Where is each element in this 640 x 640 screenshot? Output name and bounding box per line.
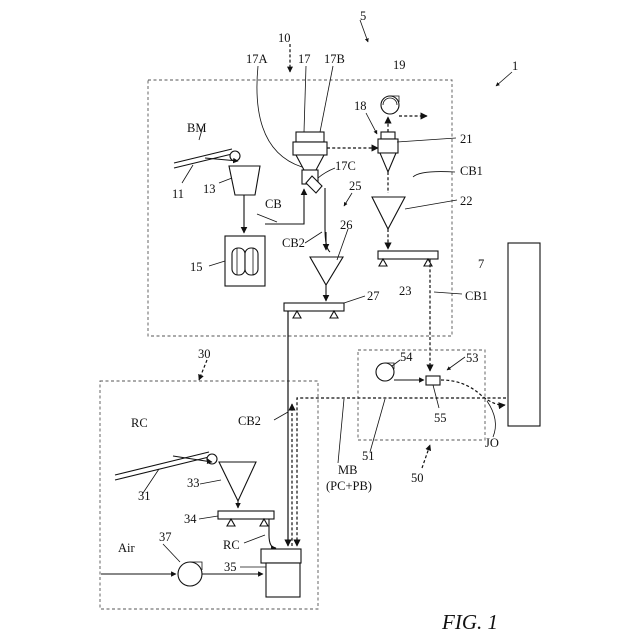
label-5: 5 xyxy=(360,9,366,23)
hopper-26 xyxy=(310,257,343,285)
feeder-55 xyxy=(426,376,440,385)
label-15: 15 xyxy=(190,260,203,274)
label-34: 34 xyxy=(184,512,197,526)
mixer-35 xyxy=(261,549,301,597)
weigher-27 xyxy=(284,303,344,318)
conveyor-31 xyxy=(115,452,217,480)
leader-15 xyxy=(209,261,225,266)
label-BM: BM xyxy=(187,121,206,135)
label-33: 33 xyxy=(187,476,200,490)
label-51: 51 xyxy=(362,449,375,463)
blower-54 xyxy=(376,363,394,381)
leader-30 xyxy=(199,360,207,380)
label-25: 25 xyxy=(349,179,362,193)
label-22: 22 xyxy=(460,194,473,208)
label-MB: MB xyxy=(338,463,357,477)
label-RC-a: RC xyxy=(131,416,148,430)
label-10: 10 xyxy=(278,31,291,45)
leader-50 xyxy=(422,445,430,468)
hopper-13 xyxy=(229,166,260,195)
label-17: 17 xyxy=(298,52,311,66)
label-17A: 17A xyxy=(246,52,268,66)
figure-label: FIG. 1 xyxy=(441,610,498,634)
label-54: 54 xyxy=(400,350,413,364)
cyclone-21 xyxy=(378,132,398,172)
label-CB2-b: CB2 xyxy=(238,414,261,428)
label-CB1-b: CB1 xyxy=(465,289,488,303)
label-CB: CB xyxy=(265,197,282,211)
label-17B: 17B xyxy=(324,52,345,66)
label-JO: JO xyxy=(485,436,499,450)
leader-CB2-a xyxy=(305,232,322,243)
label-27: 27 xyxy=(367,289,380,303)
label-53: 53 xyxy=(466,351,479,365)
label-11: 11 xyxy=(172,187,184,201)
label-7: 7 xyxy=(478,257,484,271)
label-CB1-a: CB1 xyxy=(460,164,483,178)
label-30: 30 xyxy=(198,347,211,361)
mill-15 xyxy=(225,236,265,286)
label-37: 37 xyxy=(159,530,172,544)
label-CB2-a: CB2 xyxy=(282,236,305,250)
label-13: 13 xyxy=(203,182,216,196)
label-35: 35 xyxy=(224,560,237,574)
label-1: 1 xyxy=(512,59,518,73)
leader-11 xyxy=(182,165,193,183)
label-17C: 17C xyxy=(335,159,356,173)
label-Air: Air xyxy=(118,541,136,555)
label-MB-sub: (PC+PB) xyxy=(326,479,372,493)
hopper-22 xyxy=(372,197,405,229)
conveyor-11 xyxy=(174,149,240,168)
label-26: 26 xyxy=(340,218,353,232)
leader-33 xyxy=(200,480,221,484)
label-55: 55 xyxy=(434,411,447,425)
leader-13 xyxy=(219,178,232,183)
fan-19 xyxy=(381,96,399,114)
label-21: 21 xyxy=(460,132,473,146)
label-23: 23 xyxy=(399,284,412,298)
leader-CB xyxy=(257,214,277,222)
blower-37 xyxy=(101,562,263,586)
label-19: 19 xyxy=(393,58,406,72)
weigher-23 xyxy=(378,251,438,266)
label-18: 18 xyxy=(354,99,367,113)
label-RC-b: RC xyxy=(223,538,240,552)
leader-25 xyxy=(344,193,352,206)
label-31: 31 xyxy=(138,489,151,503)
leader-1 xyxy=(496,72,512,86)
weigher-34 xyxy=(218,511,274,526)
leader-34 xyxy=(199,516,218,519)
leader-5 xyxy=(360,20,368,42)
label-50: 50 xyxy=(411,471,424,485)
unit-7 xyxy=(508,243,540,426)
hopper-33 xyxy=(219,462,256,501)
classifier-17 xyxy=(293,132,327,193)
